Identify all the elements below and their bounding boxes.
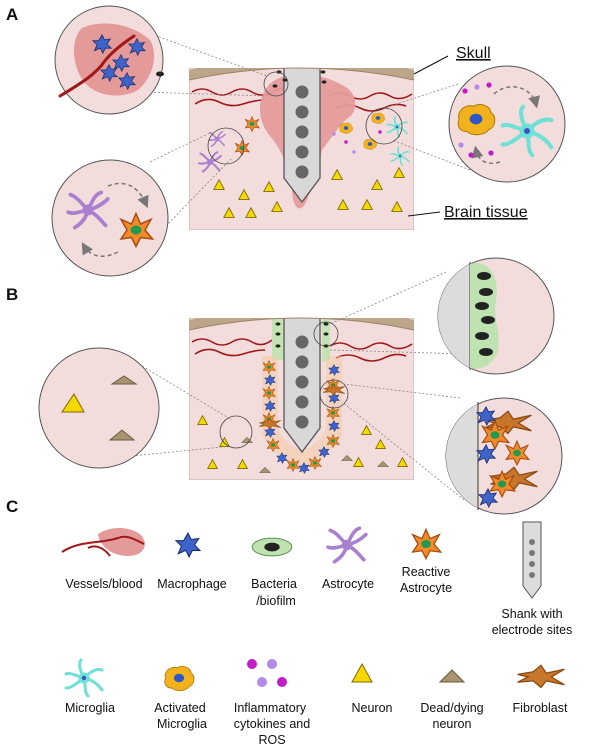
zoom-target <box>313 321 339 347</box>
activated-microglia-icon <box>164 665 195 692</box>
legend-fibroblast-label: Fibroblast <box>513 701 568 715</box>
legend-neuron: Neuron <box>351 662 393 715</box>
panel-a-connectors <box>139 29 471 233</box>
zoom-microglia-activation <box>448 65 566 183</box>
legend-astrocyte: Astrocyte <box>322 526 374 591</box>
brain-tissue-callout: Brain tissue <box>444 204 528 221</box>
zoom-target <box>207 127 245 165</box>
shank-a <box>283 68 321 204</box>
panel-b-connectors <box>131 271 469 501</box>
skull-callout-line <box>413 55 449 75</box>
panel-b: B <box>6 257 563 515</box>
zoom-target <box>219 415 253 449</box>
neuron-icon <box>351 662 373 683</box>
legend-fibroblast: Fibroblast <box>513 664 568 715</box>
zoom-neuron-loss <box>38 347 160 469</box>
legend-neuron-label: Neuron <box>352 701 393 715</box>
legend-microglia-label: Microglia <box>65 701 115 715</box>
fibroblast-icon <box>516 664 566 689</box>
legend-astrocyte-label: Astrocyte <box>322 577 374 591</box>
microglia-icon <box>64 658 104 698</box>
macrophage-icon <box>175 532 201 558</box>
glial-scar <box>262 356 342 465</box>
zoom-target <box>319 379 349 409</box>
brain-tissue-callout-line <box>407 211 441 217</box>
panel-a-label: A <box>6 5 18 24</box>
legend-vessels-label: Vessels/blood <box>65 577 142 591</box>
vessels <box>191 338 413 362</box>
legend-vessels: Vessels/blood <box>61 528 145 591</box>
panel-b-tissue-block <box>189 318 414 480</box>
panel-a: A <box>6 5 566 277</box>
panel-c-label: C <box>6 497 18 516</box>
bacteria-icon <box>251 537 293 557</box>
dead-neuron-icon <box>438 669 466 683</box>
astrocyte-icon <box>326 526 368 564</box>
biofilm <box>272 318 284 360</box>
legend-bacteria: Bacteria/biofilm <box>251 537 297 608</box>
panel-c-legend: C Vessels/blood Macrophage Bacteria/biof… <box>6 497 572 747</box>
legend-bacteria-label: Bacteria/biofilm <box>251 577 297 608</box>
legend-macrophage-label: Macrophage <box>157 577 227 591</box>
zoom-glial-scar <box>445 397 563 515</box>
skull-callout: Skull <box>456 45 491 62</box>
reactive-astrocyte-icon <box>411 528 442 560</box>
zoom-blood-macrophages <box>54 5 164 115</box>
legend-microglia: Microglia <box>64 658 115 715</box>
shank-b <box>283 318 321 454</box>
zoom-astrocyte-activation <box>51 159 169 277</box>
zoom-target <box>365 107 403 145</box>
skull-edge <box>188 67 415 81</box>
panel-b-label: B <box>6 285 18 304</box>
shank-icon <box>522 521 542 599</box>
bacteria-dots <box>272 70 327 88</box>
skull-edge <box>188 317 415 331</box>
zoom-biofilm <box>437 257 555 375</box>
legend-macrophage: Macrophage <box>157 532 227 591</box>
zoom-target <box>263 71 289 97</box>
